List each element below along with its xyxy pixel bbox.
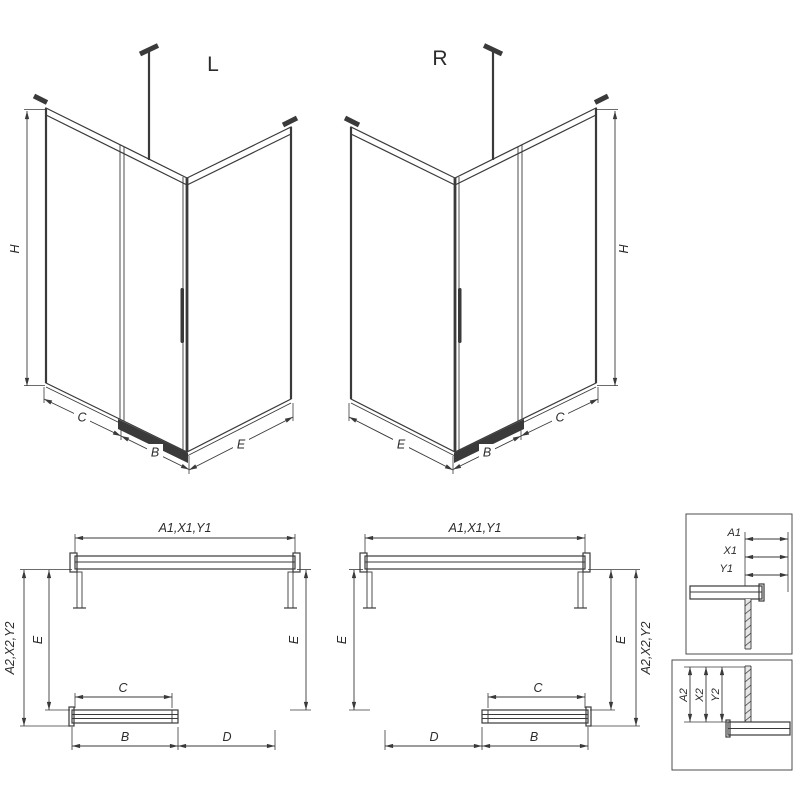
- dim-label-e-left: E: [335, 635, 349, 644]
- detail-bottom-view: A2 X2 Y2: [671, 659, 793, 771]
- door-handle: [458, 288, 462, 343]
- detail-box: [671, 659, 793, 771]
- iso-left-dimensions: H C B E: [8, 109, 294, 474]
- dim-label-b: B: [121, 730, 129, 744]
- dim-label-a1x1y1: A1,X1,Y1: [158, 521, 212, 535]
- detail-top-view: A1 X1 Y1: [685, 513, 793, 655]
- dim-label-a2: A2: [678, 688, 690, 702]
- iso-right-structure: [343, 43, 610, 463]
- plan-left-view: A1,X1,Y1 A2,X2,Y2 E E C B: [3, 521, 311, 750]
- iso-right-dimensions: H E B C: [348, 109, 631, 474]
- plan-right-structure: [359, 552, 592, 727]
- dim-label-x2: X2: [694, 688, 706, 702]
- plan-right-view: A1,X1,Y1 A2,X2,Y2 E E C D B: [335, 521, 653, 750]
- dim-label-e: E: [237, 438, 246, 452]
- dim-label-c: C: [77, 411, 87, 425]
- wall-bracket-icon: [593, 93, 610, 105]
- iso-right-view: R H: [343, 43, 631, 474]
- dim-label-c: C: [533, 681, 543, 695]
- dim-label-a2x2y2: A2,X2,Y2: [3, 622, 17, 676]
- dim-label-e: E: [397, 438, 406, 452]
- dim-label-h: H: [617, 244, 631, 254]
- dim-label-e-right: E: [614, 635, 628, 644]
- dim-label-c: C: [118, 681, 128, 695]
- dim-label-a2x2y2: A2,X2,Y2: [639, 622, 653, 676]
- dim-label-e-right: E: [287, 635, 301, 644]
- iso-left-view: L: [8, 43, 299, 474]
- dim-label-d: D: [222, 730, 231, 744]
- dim-label-b: B: [151, 446, 159, 460]
- dim-label-x1: X1: [723, 545, 737, 557]
- detail-box: [685, 513, 793, 655]
- wall-bracket-icon: [343, 115, 361, 128]
- detail-bottom-dimensions: A2 X2 Y2: [678, 666, 745, 723]
- detail-top-structure: [689, 583, 765, 650]
- dim-label-d: D: [429, 730, 438, 744]
- iso-left-structure: [32, 43, 299, 463]
- plan-left-dimensions: A1,X1,Y1 A2,X2,Y2 E E C B: [3, 521, 311, 750]
- dim-label-a1: A1: [727, 527, 741, 539]
- detail-bottom-structure: [725, 665, 791, 738]
- dim-label-c: C: [555, 411, 565, 425]
- dim-label-e-left: E: [31, 635, 45, 644]
- variant-label-left: L: [207, 53, 219, 76]
- door-handle: [180, 288, 184, 343]
- detail-top-dimensions: A1 X1 Y1: [720, 527, 789, 592]
- dim-label-y1: Y1: [720, 563, 733, 575]
- wall-bracket-icon: [281, 115, 299, 128]
- dim-label-h: H: [8, 244, 22, 254]
- variant-label-right: R: [432, 47, 447, 70]
- dim-label-b: B: [483, 446, 491, 460]
- plan-left-structure: [68, 552, 301, 727]
- dim-label-y2: Y2: [710, 688, 722, 701]
- dim-label-a1x1y1: A1,X1,Y1: [448, 521, 502, 535]
- ceiling-bracket-icon: [138, 43, 160, 57]
- plan-right-dimensions: A1,X1,Y1 A2,X2,Y2 E E C D B: [335, 521, 653, 750]
- ceiling-bracket-icon: [482, 43, 504, 57]
- wall-bracket-icon: [32, 93, 49, 105]
- dim-label-b: B: [530, 730, 538, 744]
